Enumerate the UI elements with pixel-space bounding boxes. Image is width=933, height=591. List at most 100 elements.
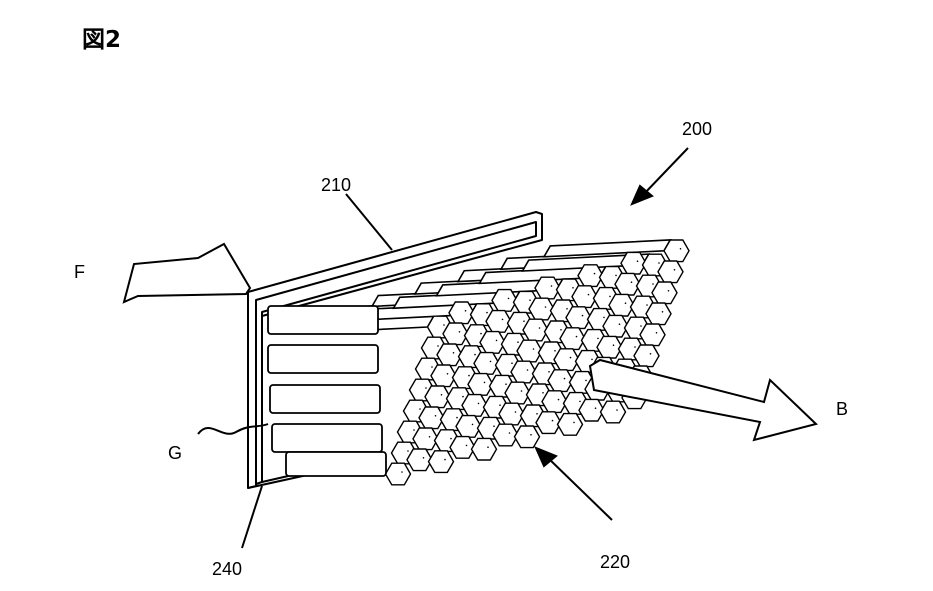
hex-texture-dot [468,374,470,377]
hex-face [565,306,592,330]
label-B: B [836,399,849,419]
hex-texture-dot [446,373,449,375]
hex-texture-dot [634,346,636,348]
hex-texture-dot [544,306,547,308]
hex-texture-dot [428,436,431,438]
hex-texture-dot [579,400,581,403]
label-210: 210 [321,175,352,195]
hex-texture-dot [550,285,553,287]
hex-texture-dot [560,329,562,331]
hex-face [430,364,457,388]
hex-texture-dot [511,362,513,365]
hex-face [657,260,684,284]
hex-face [553,348,580,372]
hex-face [534,276,561,300]
label-G: G [168,443,183,463]
hex-face [449,435,476,459]
hex-face [577,264,604,288]
hex-texture-dot [456,416,458,419]
hex-face [485,309,512,333]
hex-face [479,330,506,354]
hex-face [535,411,562,435]
hex-texture-dot [489,360,492,363]
hex-texture-dot [679,248,682,250]
hex-texture-dot [483,381,486,384]
hex-texture-dot [673,269,676,271]
hex-face [412,427,439,451]
hex-face [578,398,605,422]
hex-face [491,288,518,312]
hex-texture-dot [517,341,519,344]
hex-texture-dot [413,429,415,431]
hex-face [473,351,500,375]
hex-face [513,425,541,449]
hex-face [599,400,627,424]
hex-texture-dot [630,281,633,284]
hex-face [541,390,568,414]
label-200: 200 [682,119,713,139]
hex-texture-dot [465,444,468,447]
hex-texture-dot [471,423,474,426]
hex-texture-dot [646,304,648,306]
hex-face [559,327,586,351]
hex-texture-dot [487,446,489,449]
hex-texture-dot [658,262,660,264]
hex-texture-dot [652,283,654,285]
hex-texture-dot [573,421,575,424]
hex-texture-dot [612,344,615,347]
hex-texture-dot [587,293,590,296]
hex-texture-dot [462,395,464,398]
hex-texture-dot [514,411,517,413]
hex-face [645,302,672,326]
hex-face [406,448,433,472]
hex-face [384,462,412,486]
label-220: 220 [600,552,631,572]
arrow-220 [534,446,613,521]
hex-texture-dot [566,308,568,310]
hex-face [436,343,463,367]
hex-face [510,360,537,384]
label-F: F [74,262,85,282]
hex-texture-dot [474,353,476,356]
hex-texture-dot [444,458,446,461]
hex-face [602,314,629,338]
hex-face [556,412,584,436]
hex-texture-dot [548,371,550,373]
hex-face [651,281,678,305]
hex-face [442,322,469,346]
hex-texture-dot [443,324,445,326]
hex-texture-dot [520,390,523,392]
hex-texture-dot [616,409,618,411]
hex-texture-dot [477,402,480,405]
hex-texture-dot [563,377,566,380]
hex-texture-dot [575,335,578,338]
hex-face [492,423,519,447]
hex-texture-dot [495,339,498,342]
hex-texture-dot [508,432,511,434]
hex-texture-dot [458,331,461,333]
hex-face [522,318,549,342]
hex-texture-dot [493,425,495,428]
hex-texture-dot [538,327,541,329]
hex-texture-dot [407,450,409,452]
hex-texture-dot [499,404,501,407]
hex-texture-dot [649,353,652,355]
hex-texture-dot [450,437,452,440]
hex-face [620,251,647,275]
hex-face [504,381,531,405]
hex-texture-dot [523,320,525,323]
left-rod-stack [267,305,387,477]
hex-texture-dot [505,383,507,386]
label-240: 240 [212,559,243,579]
hex-texture-dot [615,274,617,277]
hex-texture-dot [655,332,658,334]
hex-face [470,437,498,461]
hex-texture-dot [422,457,425,459]
hex-texture-dot [532,348,535,350]
hex-texture-dot [661,311,664,313]
hex-texture-dot [536,413,538,415]
hex-face [547,369,574,393]
hex-texture-dot [609,295,611,298]
hex-face [467,372,494,396]
